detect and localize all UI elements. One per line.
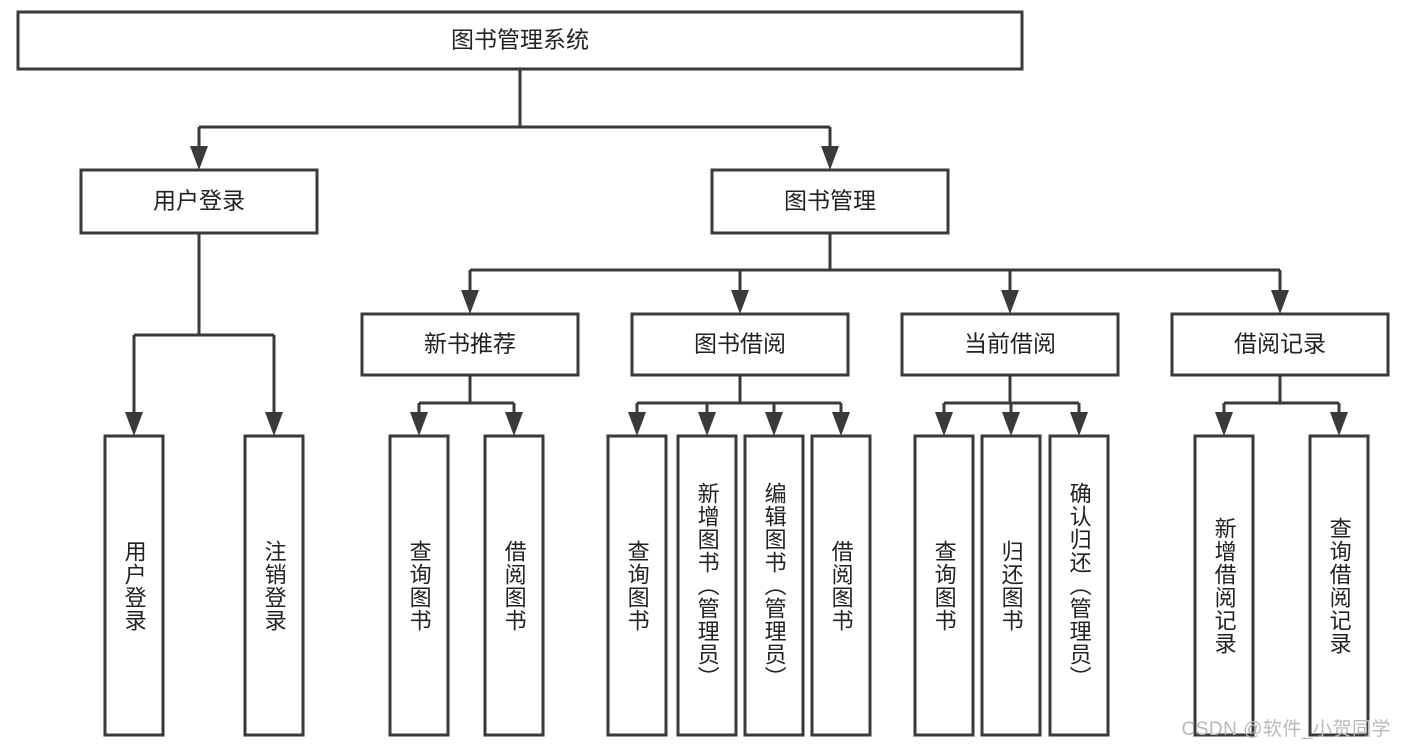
node-label-l3-2: 当前借阅	[964, 331, 1056, 357]
node-l2-用户登录[interactable]	[79, 168, 319, 235]
arrow-head	[190, 146, 208, 170]
node-leaf-11-新增借阅记录[interactable]	[1193, 434, 1255, 737]
arrow-head	[410, 412, 428, 436]
arrow-head	[125, 412, 143, 436]
connector-layer	[125, 69, 1348, 436]
node-leaf-2-查询图书[interactable]	[388, 434, 450, 737]
node-label-l3-0: 新书推荐	[424, 331, 516, 357]
arrow-head	[765, 412, 783, 436]
arrow-head	[1002, 412, 1020, 436]
node-l2-图书管理[interactable]	[710, 168, 950, 235]
node-leaf-3-借阅图书[interactable]	[483, 434, 545, 737]
node-l3-图书借阅[interactable]	[630, 312, 850, 377]
node-leaf-9-归还图书[interactable]	[980, 434, 1042, 737]
node-leaf-10-确认归还（管理员）[interactable]	[1048, 434, 1110, 737]
arrow-head	[1330, 412, 1348, 436]
arrow-head	[461, 290, 479, 314]
arrow-head	[1215, 412, 1233, 436]
node-leaf-8-查询图书[interactable]	[913, 434, 975, 737]
node-label-l3-1: 图书借阅	[694, 331, 786, 357]
arrow-head	[1271, 290, 1289, 314]
arrow-head	[832, 412, 850, 436]
node-label-l3-3: 借阅记录	[1234, 331, 1326, 357]
arrow-head	[821, 146, 839, 170]
node-leaf-4-查询图书[interactable]	[606, 434, 668, 737]
node-l3-当前借阅[interactable]	[900, 312, 1120, 377]
node-leaf-1-注销登录[interactable]	[243, 434, 305, 737]
node-leaf-6-编辑图书（管理员）[interactable]	[743, 434, 805, 737]
node-label-l2-0: 用户登录	[153, 188, 245, 214]
node-l3-借阅记录[interactable]	[1170, 312, 1390, 377]
node-box-layer	[16, 10, 1390, 737]
arrow-head	[1070, 412, 1088, 436]
arrow-head	[265, 412, 283, 436]
arrow-head	[935, 412, 953, 436]
node-leaf-5-新增图书（管理员）[interactable]	[676, 434, 738, 737]
arrow-head	[1001, 290, 1019, 314]
node-leaf-0-用户登录[interactable]	[103, 434, 165, 737]
arrow-head	[698, 412, 716, 436]
arrow-head	[731, 290, 749, 314]
node-l3-新书推荐[interactable]	[360, 312, 580, 377]
node-leaf-7-借阅图书[interactable]	[810, 434, 872, 737]
arrow-head	[505, 412, 523, 436]
node-leaf-12-查询借阅记录[interactable]	[1308, 434, 1370, 737]
watermark-text: CSDN @软件_小贺同学	[1181, 719, 1391, 740]
arrow-head	[628, 412, 646, 436]
node-root-图书管理系统[interactable]	[16, 10, 1024, 71]
node-label-root: 图书管理系统	[451, 27, 589, 53]
node-label-l2-1: 图书管理	[784, 188, 876, 214]
